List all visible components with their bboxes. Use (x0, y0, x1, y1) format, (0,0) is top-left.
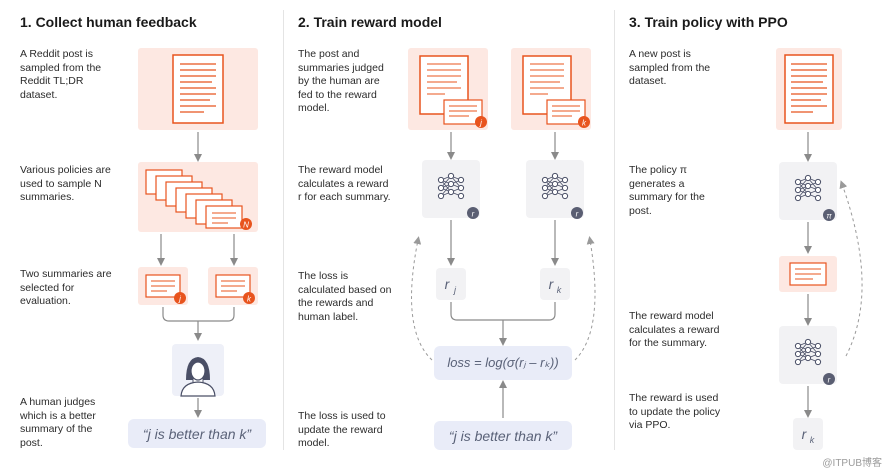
s2-step-3-text: The loss is calculated based on the rewa… (298, 270, 392, 323)
s1-reddit-post-doc (138, 48, 258, 130)
badge-pi: π (823, 209, 835, 221)
s3-step-2-text: The policy π generates a summary for the… (629, 164, 705, 217)
s2-step-2-text: The reward model calculates a reward r f… (298, 164, 391, 203)
section-2-heading: 2. Train reward model (298, 14, 442, 30)
badge-j: j (174, 292, 186, 304)
badge-j: j (475, 116, 487, 128)
s3-step-3-text: The reward model calculates a reward for… (629, 310, 720, 349)
s3-reward-rk: r k (793, 418, 823, 450)
s1-step-1-text: A Reddit post is sampled from the Reddit… (20, 48, 102, 101)
svg-text:j: j (479, 119, 482, 128)
merge-bracket (450, 302, 556, 321)
s2-post-summary-k (511, 48, 591, 130)
s2-reward-model-k-icon (526, 160, 584, 218)
svg-text:π: π (826, 212, 832, 221)
s2-reward-rj: r j (436, 268, 466, 300)
svg-text:r: r (549, 276, 555, 292)
s3-new-post-doc (776, 48, 842, 130)
watermark: @ITPUB博客 (822, 458, 882, 469)
s3-reward-model-icon (779, 326, 837, 384)
s2-reward-rk: r k (540, 268, 570, 300)
svg-text:r: r (576, 210, 579, 219)
section-divider-1 (283, 10, 284, 450)
badge-k: k (578, 116, 590, 128)
s2-loss-formula-pill: loss = log(σ(rⱼ – rₖ)) (434, 346, 572, 380)
human-labeler-icon (172, 344, 224, 397)
s1-summaries-stack (138, 162, 258, 232)
s3-summary-doc (779, 256, 837, 292)
badge-r: r (467, 207, 479, 219)
section-divider-2 (614, 10, 615, 450)
s3-step-1-text: A new post is sampled from the dataset. (629, 48, 711, 87)
svg-text:r: r (828, 376, 831, 385)
badge-r: r (823, 373, 835, 385)
svg-text:r: r (802, 426, 808, 442)
s1-human-judgement-pill: “j is better than k” (128, 419, 266, 448)
s2-human-judgement-pill: “j is better than k” (434, 421, 572, 450)
section-3-heading: 3. Train policy with PPO (629, 14, 788, 30)
section-1-heading: 1. Collect human feedback (20, 14, 197, 30)
s2-step-4-text: The loss is used to update the reward mo… (298, 410, 386, 449)
badge-n: N (240, 218, 252, 230)
svg-text:N: N (243, 221, 249, 230)
s1-step-2-text: Various policies are used to sample N su… (20, 164, 111, 203)
s2-post-summary-j (408, 48, 488, 130)
svg-text:j: j (178, 295, 181, 304)
svg-text:j: j (453, 285, 457, 295)
s1-step-4-text: A human judges which is a better summary… (20, 396, 96, 449)
badge-k: k (243, 292, 255, 304)
merge-bracket (162, 307, 235, 322)
svg-text:k: k (582, 119, 587, 128)
s3-policy-icon (779, 162, 837, 220)
svg-text:r: r (472, 210, 475, 219)
svg-text:k: k (810, 435, 815, 445)
badge-r: r (571, 207, 583, 219)
svg-text:r: r (445, 276, 451, 292)
dashed-update-arrow (839, 180, 863, 357)
s2-step-1-text: The post and summaries judged by the hum… (298, 48, 384, 114)
dashed-update-arrow (574, 236, 596, 361)
svg-text:k: k (557, 285, 562, 295)
s2-reward-model-j-icon (422, 160, 480, 218)
s1-step-3-text: Two summaries are selected for evaluatio… (20, 268, 112, 307)
dashed-update-arrow (411, 236, 433, 361)
svg-text:k: k (247, 295, 252, 304)
s3-step-4-text: The reward is used to update the policy … (629, 392, 721, 431)
